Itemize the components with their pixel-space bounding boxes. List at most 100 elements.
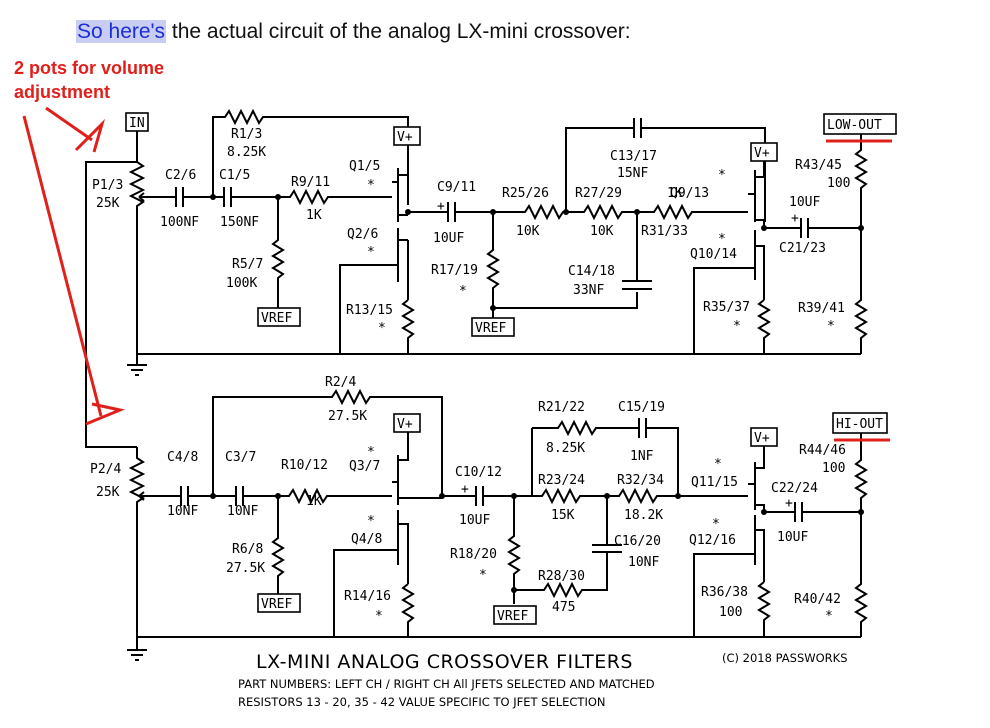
cap-c9 [408,202,493,222]
r31-value: 1K [667,186,683,201]
q9-label: Q9/13 [670,186,709,201]
res-r10 [278,487,392,505]
cap-c22 [764,502,861,522]
r2-value: 27.5K [328,409,367,424]
r5-label: R5/7 [232,257,263,272]
ground-symbol-bottom [127,637,147,661]
r9-label: R9/11 [291,175,330,190]
r28-value: 475 [552,600,575,615]
cap-c13 [565,118,766,222]
c9-plus: + [437,199,445,214]
low-out-box [823,113,897,135]
r13-star: * [378,321,386,336]
vref-label-3: VREF [261,597,292,612]
c9-value: 10UF [433,231,464,246]
resistor-note: RESISTORS 13 - 20, 35 - 42 VALUE SPECIFI… [238,695,606,709]
high-pass-section: P2/4 25K C4/8 10NF C3/7 10NF R2/4 27.5K … [90,375,890,661]
pot-p2-wiper [138,491,145,501]
c10-label: C10/12 [455,465,502,480]
r40-label: R40/42 [794,592,841,607]
annotation-line-1: 2 pots for volume [14,58,165,78]
res-r6 [271,496,285,594]
q10-star: * [718,232,726,247]
c22-label: C22/24 [771,481,818,496]
pot-p2-value: 25K [96,485,120,500]
r14-star: * [375,609,383,624]
pot-p1-wiper [138,192,145,202]
r21-label: R21/22 [538,400,585,415]
c2-label: C2/6 [165,168,196,183]
r39-star: * [827,319,835,334]
c14-label: C14/18 [568,264,615,279]
pot-link-wire [85,161,137,448]
c13-value: 15NF [617,166,648,181]
r27-value: 10K [590,224,614,239]
q4-star: * [367,514,375,529]
c22-value: 10UF [777,530,808,545]
c13-label: C13/17 [610,149,657,164]
cap-c1 [223,187,278,207]
q10-label: Q10/14 [690,247,737,262]
annotation-arrows [22,106,126,426]
res-r1 [212,108,409,205]
c2-value: 100NF [160,215,199,230]
r21-value: 8.25K [546,441,585,456]
r28-label: R28/30 [538,569,585,584]
r5-value: 100K [226,276,257,291]
c15-label: C15/19 [618,400,665,415]
res-r21-cap-c15 [532,418,679,496]
r2-label: R2/4 [325,375,356,390]
vref-box-1 [257,307,301,327]
jfet-pair-1 [339,145,409,354]
vref-box-2 [471,317,515,337]
cap-c10 [442,486,514,506]
r10-value: 1K [306,494,322,509]
r31-label: R31/33 [641,224,688,239]
res-r9 [278,188,392,206]
ground-symbol-top [127,354,147,376]
res-r43-r39 [854,134,868,354]
vref-box-4 [493,605,537,625]
vref-label-2: VREF [475,321,506,336]
r39-label: R39/41 [798,301,845,316]
res-r25 [493,203,566,221]
res-r2 [212,388,443,496]
pot-p1-resistor [128,150,146,354]
c21-value: 10UF [789,195,820,210]
r43-label: R43/45 [795,158,842,173]
c3-value: 10NF [227,504,258,519]
res-r32 [607,487,748,505]
r6-value: 27.5K [226,561,265,576]
arrow-line-bottom [22,115,103,417]
vplus-label-2: V+ [754,146,770,161]
annotation-line-2: adjustment [14,82,111,102]
arrow-head-bottom [85,402,126,426]
vref-box-3 [257,593,301,613]
r35-label: R35/37 [703,300,750,315]
cap-c2 [175,187,224,207]
pot-annotation: 2 pots for volume adjustment [14,56,164,104]
vplus-label-1: V+ [397,130,413,145]
r18-label: R18/20 [450,547,497,562]
r17-star: * [459,284,467,299]
vplus-label-3: V+ [397,417,413,432]
c21-label: C21/23 [779,241,826,256]
c3-label: C3/7 [225,450,256,465]
r6-label: R6/8 [232,542,263,557]
q1-star: * [367,178,375,193]
q12-star: * [712,517,720,532]
r32-label: R32/34 [617,473,664,488]
res-r13 [401,299,415,354]
r1-label: R1/3 [231,127,262,142]
hi-out-label: HI-OUT [836,417,883,432]
hi-out-box [832,412,888,434]
q3-label: Q3/7 [349,459,380,474]
arrow-head-top [74,118,106,153]
vref-label-1: VREF [261,311,292,326]
res-r14 [401,583,415,637]
intro-highlight: So here's [76,20,167,43]
diagram-title: LX-MINI ANALOG CROSSOVER FILTERS [256,651,633,673]
c21-plus: + [791,211,799,226]
q1-label: Q1/5 [349,159,380,174]
res-r23 [514,428,607,505]
